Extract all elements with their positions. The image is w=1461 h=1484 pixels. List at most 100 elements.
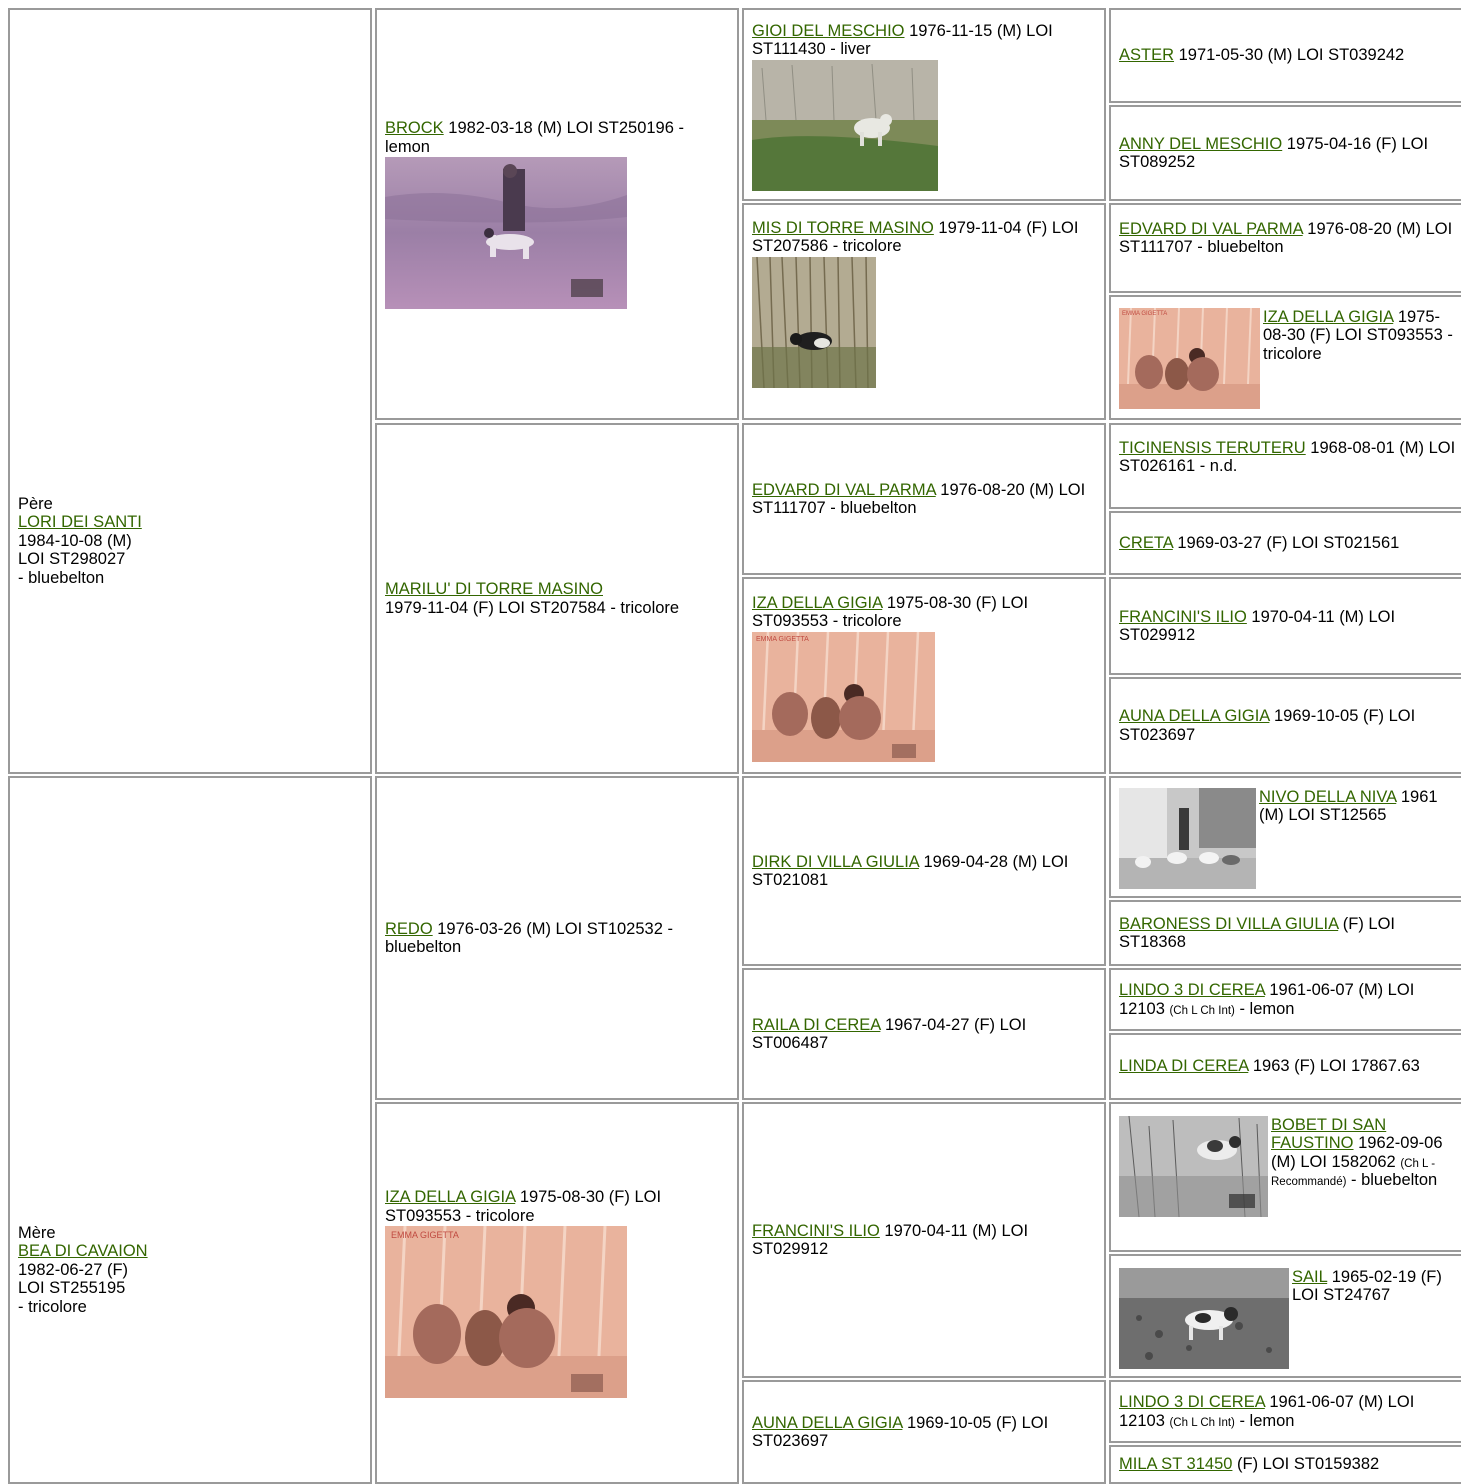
lindo2-title: (Ch L Ch Int) — [1169, 1416, 1235, 1429]
mis-cell: MIS DI TORRE MASINO 1979-11-04 (F) LOI S… — [742, 203, 1106, 420]
sail-cell: SAIL 1965-02-19 (F) LOI ST24767 — [1109, 1254, 1461, 1378]
gioi-name-link[interactable]: GIOI DEL MESCHIO — [752, 22, 905, 40]
raila-info: 1967-04-27 (F) LOI ST006487 — [752, 1015, 1027, 1052]
auna-gen4-cell: AUNA DELLA GIGIA 1969-10-05 (F) LOI ST02… — [1109, 677, 1461, 774]
lindo2-cell: LINDO 3 DI CEREA 1961-06-07 (M) LOI 1210… — [1109, 1380, 1461, 1443]
iza-gen3-cell: IZA DELLA GIGIA 1975-08-30 (F) LOI ST093… — [742, 577, 1106, 774]
edvard-gen4-info: 1976-08-20 (M) LOI ST111707 - bluebelton — [1119, 220, 1453, 257]
auna-gen3-info: 1969-10-05 (F) LOI ST023697 — [752, 1413, 1049, 1450]
brock-info: 1982-03-18 (M) LOI ST250196 - lemon — [385, 119, 684, 156]
sire-color: - bluebelton — [18, 568, 105, 587]
nivo-photo[interactable] — [1119, 788, 1256, 889]
marilu-info: 1979-11-04 (F) LOI ST207584 - tricolore — [385, 598, 680, 617]
lindo2-name-link[interactable]: LINDO 3 DI CEREA — [1119, 1393, 1265, 1412]
nivo-name-link[interactable]: NIVO DELLA NIVA — [1259, 788, 1397, 806]
iza-gen3-photo[interactable]: EMMA GIGETTA — [752, 631, 935, 762]
lindo2-color: - lemon — [1234, 1411, 1295, 1430]
sire-cell: Père LORI DEI SANTI 1984-10-08 (M) LOI S… — [8, 8, 372, 774]
raila-name-link[interactable]: RAILA DI CEREA — [752, 1015, 881, 1034]
aster-name-link[interactable]: ASTER — [1119, 46, 1175, 65]
mila-info: (F) LOI ST0159382 — [1232, 1455, 1380, 1474]
anny-cell: ANNY DEL MESCHIO 1975-04-16 (F) LOI ST08… — [1109, 105, 1461, 201]
gioi-photo[interactable] — [752, 59, 938, 191]
anny-info: 1975-04-16 (F) LOI ST089252 — [1119, 134, 1429, 171]
lindo1-info: 1961-06-07 (M) LOI 12103 — [1119, 981, 1415, 1018]
bobet-photo[interactable] — [1119, 1116, 1268, 1217]
dam-color: - tricolore — [18, 1297, 87, 1316]
aster-cell: ASTER 1971-05-30 (M) LOI ST039242 — [1109, 8, 1461, 103]
francini-gen3-name-link[interactable]: FRANCINI'S ILIO — [752, 1221, 880, 1240]
sire-label: Père — [18, 494, 53, 513]
creta-name-link[interactable]: CRETA — [1119, 533, 1173, 552]
marilu-cell: MARILU' DI TORRE MASINO 1979-11-04 (F) L… — [375, 423, 739, 774]
marilu-name-link[interactable]: MARILU' DI TORRE MASINO — [385, 580, 603, 599]
dirk-cell: DIRK DI VILLA GIULIA 1969-04-28 (M) LOI … — [742, 776, 1106, 966]
sire-reg: LOI ST298027 — [18, 550, 126, 569]
lindo1-title: (Ch L Ch Int) — [1169, 1004, 1235, 1017]
edvard-gen3-info: 1976-08-20 (M) LOI ST111707 - bluebelton — [752, 480, 1086, 517]
iza-gen3-info: 1975-08-30 (F) LOI ST093553 - tricolore — [752, 594, 1029, 631]
linda-name-link[interactable]: LINDA DI CEREA — [1119, 1057, 1249, 1076]
ticinensis-cell: TICINENSIS TERUTERU 1968-08-01 (M) LOI S… — [1109, 423, 1461, 509]
baroness-cell: BARONESS DI VILLA GIULIA (F) LOI ST18368 — [1109, 900, 1461, 966]
brock-name-link[interactable]: BROCK — [385, 119, 444, 138]
linda-cell: LINDA DI CEREA 1963 (F) LOI 17867.63 — [1109, 1033, 1461, 1100]
lindo1-name-link[interactable]: LINDO 3 DI CEREA — [1119, 981, 1265, 1000]
iza-gen4-photo[interactable]: EMMA GIGETTA — [1119, 308, 1260, 409]
aster-info: 1971-05-30 (M) LOI ST039242 — [1174, 46, 1405, 65]
edvard-gen3-cell: EDVARD DI VAL PARMA 1976-08-20 (M) LOI S… — [742, 423, 1106, 575]
ticinensis-name-link[interactable]: TICINENSIS TERUTERU — [1119, 439, 1306, 457]
sail-name-link[interactable]: SAIL — [1292, 1268, 1328, 1286]
auna-gen3-name-link[interactable]: AUNA DELLA GIGIA — [752, 1413, 903, 1432]
edvard-gen3-name-link[interactable]: EDVARD DI VAL PARMA — [752, 480, 936, 499]
bobet-name-link[interactable]: BOBET DI SAN FAUSTINO — [1271, 1116, 1387, 1153]
mis-name-link[interactable]: MIS DI TORRE MASINO — [752, 219, 934, 237]
iza-gen4-name-link[interactable]: IZA DELLA GIGIA — [1263, 308, 1394, 326]
baroness-info: (F) LOI ST18368 — [1119, 914, 1396, 951]
creta-info: 1969-03-27 (F) LOI ST021561 — [1172, 533, 1400, 552]
iza-gen2-photo[interactable]: EMMA GIGETTA — [385, 1225, 627, 1398]
lindo2-info: 1961-06-07 (M) LOI 12103 — [1119, 1393, 1415, 1430]
mis-photo[interactable] — [752, 256, 876, 388]
auna-gen4-info: 1969-10-05 (F) LOI ST023697 — [1119, 707, 1416, 744]
sire-birth: 1984-10-08 (M) — [18, 531, 132, 550]
francini-gen3-info: 1970-04-11 (M) LOI ST029912 — [752, 1221, 1029, 1258]
brock-cell: BROCK 1982-03-18 (M) LOI ST250196 - lemo… — [375, 8, 739, 420]
creta-cell: CRETA 1969-03-27 (F) LOI ST021561 — [1109, 511, 1461, 575]
brock-photo[interactable] — [385, 156, 627, 309]
bobet-color: - bluebelton — [1346, 1171, 1438, 1190]
iza-gen3-name-link[interactable]: IZA DELLA GIGIA — [752, 594, 883, 612]
nivo-cell: NIVO DELLA NIVA 1961 (M) LOI ST12565 — [1109, 776, 1461, 898]
redo-name-link[interactable]: REDO — [385, 919, 433, 938]
anny-name-link[interactable]: ANNY DEL MESCHIO — [1119, 134, 1283, 153]
gioi-cell: GIOI DEL MESCHIO 1976-11-15 (M) LOI ST11… — [742, 8, 1106, 201]
nivo-info: 1961 (M) LOI ST12565 — [1259, 788, 1438, 825]
dam-birth: 1982-06-27 (F) — [18, 1260, 129, 1279]
auna-gen4-name-link[interactable]: AUNA DELLA GIGIA — [1119, 707, 1270, 726]
iza-gen2-name-link[interactable]: IZA DELLA GIGIA — [385, 1188, 516, 1207]
edvard-gen4-name-link[interactable]: EDVARD DI VAL PARMA — [1119, 220, 1303, 238]
svg-text:EMMA GIGETTA: EMMA GIGETTA — [1122, 311, 1167, 317]
edvard-gen4-cell: EDVARD DI VAL PARMA 1976-08-20 (M) LOI S… — [1109, 203, 1461, 293]
auna-gen3-cell: AUNA DELLA GIGIA 1969-10-05 (F) LOI ST02… — [742, 1380, 1106, 1484]
baroness-name-link[interactable]: BARONESS DI VILLA GIULIA — [1119, 914, 1339, 933]
francini-gen3-cell: FRANCINI'S ILIO 1970-04-11 (M) LOI ST029… — [742, 1102, 1106, 1378]
francini-gen4-name-link[interactable]: FRANCINI'S ILIO — [1119, 607, 1247, 626]
sail-photo[interactable] — [1119, 1268, 1289, 1369]
sire-name-link[interactable]: LORI DEI SANTI — [18, 513, 142, 532]
francini-gen4-cell: FRANCINI'S ILIO 1970-04-11 (M) LOI ST029… — [1109, 577, 1461, 675]
francini-gen4-info: 1970-04-11 (M) LOI ST029912 — [1119, 607, 1396, 644]
iza-gen2-cell: IZA DELLA GIGIA 1975-08-30 (F) LOI ST093… — [375, 1102, 739, 1484]
ticinensis-info: 1968-08-01 (M) LOI ST026161 - n.d. — [1119, 439, 1456, 476]
dam-cell: Mère BEA DI CAVAION 1982-06-27 (F) LOI S… — [8, 776, 372, 1484]
bobet-title: (Ch L - Recommandé) — [1271, 1157, 1436, 1189]
iza-gen4-info: 1975-08-30 (F) LOI ST093553 - tricolore — [1263, 308, 1453, 363]
sail-info: 1965-02-19 (F) LOI ST24767 — [1292, 1268, 1442, 1305]
mila-name-link[interactable]: MILA ST 31450 — [1119, 1455, 1233, 1474]
mis-info: 1979-11-04 (F) LOI ST207586 - tricolore — [752, 219, 1079, 256]
dam-name-link[interactable]: BEA DI CAVAION — [18, 1242, 148, 1261]
svg-text:EMMA GIGETTA: EMMA GIGETTA — [756, 636, 809, 643]
dam-label: Mère — [18, 1223, 56, 1242]
dirk-name-link[interactable]: DIRK DI VILLA GIULIA — [752, 852, 919, 871]
raila-cell: RAILA DI CEREA 1967-04-27 (F) LOI ST0064… — [742, 968, 1106, 1100]
